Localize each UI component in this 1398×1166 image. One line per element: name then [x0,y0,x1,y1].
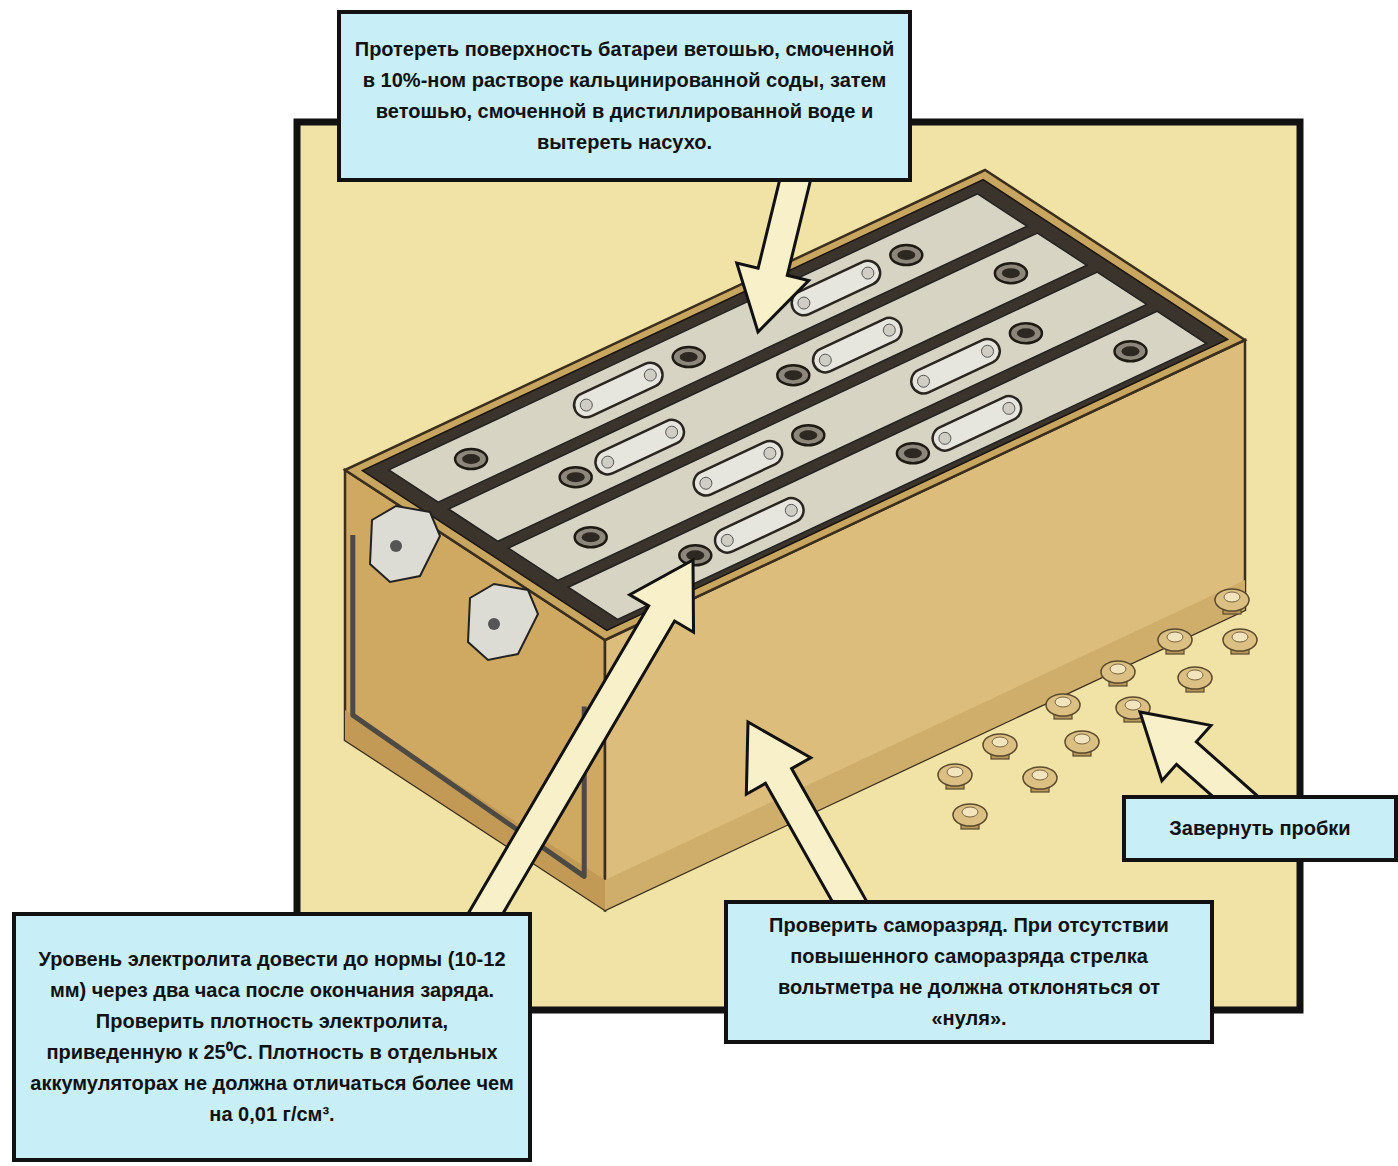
callout-arrow [746,722,873,927]
filler-cap [1065,731,1099,756]
filler-hole [673,347,705,367]
cell-connector [924,351,988,381]
callout-box: Уровень электролита довести до нормы (10… [12,912,532,1162]
cell-cover [568,311,1206,619]
cell-connector [586,375,650,405]
cell-connector [825,330,889,360]
cell-connector-outline [608,432,672,462]
filler-hole [792,425,824,445]
connector-post [918,375,930,387]
callout-text: Протереть поверхность батареи ветошью, с… [353,34,896,158]
connector-post [644,369,656,381]
filler-hole [1115,341,1147,361]
cell-connector-outline [586,375,650,405]
connector-post [982,345,994,357]
cell-connector-outline [804,273,868,303]
cell-connector [945,408,1009,438]
connector-post [721,534,733,546]
filler-hole-inner [462,454,480,464]
filler-cap [938,764,972,789]
connector-post [883,324,895,336]
connector-post [819,354,831,366]
filler-hole-inner [897,250,915,260]
filler-hole-inner [582,532,600,542]
filler-cap [1158,629,1192,654]
filler-hole [679,545,711,565]
filler-hole [1010,323,1042,343]
filler-hole [777,365,809,385]
filler-hole [455,449,487,469]
cell-connector-outline [727,510,791,540]
callout-text: Проверить саморазряд. При отсутствии пов… [740,910,1198,1034]
cell-connector-outline [706,453,770,483]
filler-cap [1046,694,1080,719]
filler-cap [1215,589,1249,614]
filler-hole-inner [784,370,802,380]
connector-post [939,432,951,444]
cell-connector [608,432,672,462]
picture-frame [297,122,1300,1010]
cell-cover [508,272,1146,580]
filler-hole [575,527,607,547]
filler-hole [995,263,1027,283]
callout-box: Проверить саморазряд. При отсутствии пов… [724,900,1214,1044]
callout-arrow [457,560,693,948]
cell-connector [804,273,868,303]
connector-post [602,456,614,468]
filler-cap [1101,661,1135,686]
filler-hole-inner [1122,346,1140,356]
filler-hole-inner [686,550,704,560]
filler-hole [897,443,929,463]
filler-cap [983,734,1017,759]
cell-connector-outline [825,330,889,360]
filler-hole-inner [567,472,585,482]
filler-cap [1178,667,1212,692]
cell-connector [727,510,791,540]
filler-hole-inner [680,352,698,362]
battery-terminal [370,506,440,582]
connector-post [764,447,776,459]
filler-hole [560,467,592,487]
connector-post [580,399,592,411]
callout-text: Уровень электролита довести до нормы (10… [28,944,516,1130]
filler-hole [890,245,922,265]
filler-cap [1223,629,1257,654]
battery-terminal [468,584,538,660]
callout-text: Завернуть пробки [1169,813,1350,844]
filler-cap [1023,767,1057,792]
battery-base-band [345,710,605,910]
callout-box: Протереть поверхность батареи ветошью, с… [337,10,912,182]
cell-connector [706,453,770,483]
connector-post [700,477,712,489]
filler-hole-inner [904,448,922,458]
filler-hole-inner [799,430,817,440]
callout-arrow [737,156,815,332]
cell-connector-outline [924,351,988,381]
callout-box: Завернуть пробки [1122,795,1398,862]
filler-hole-inner [1017,328,1035,338]
connector-post [798,297,810,309]
cell-connector-outline [945,408,1009,438]
filler-cap [953,804,987,829]
connector-post [785,504,797,516]
connector-post [1003,402,1015,414]
connector-post [666,426,678,438]
filler-hole-inner [1002,268,1020,278]
connector-post [862,267,874,279]
